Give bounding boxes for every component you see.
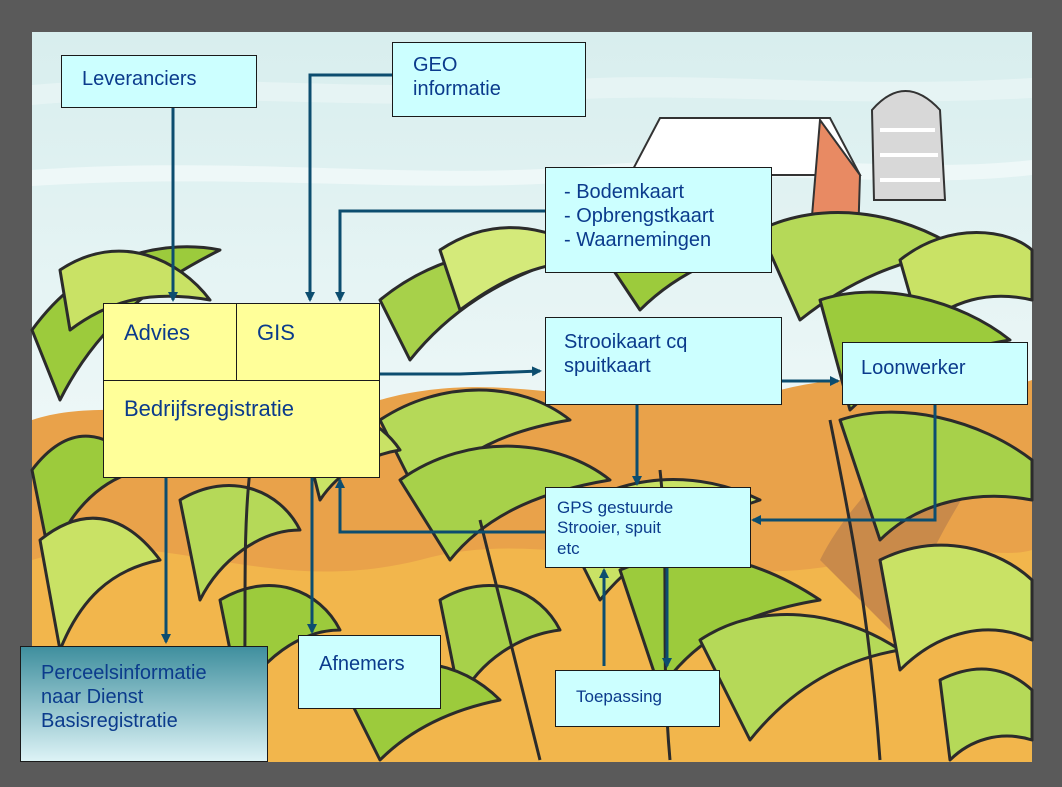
- arrow-gps-registratie: [335, 478, 545, 534]
- strooikaart-box: Strooikaart cq spuitkaart: [545, 317, 782, 405]
- arrows: [161, 73, 937, 668]
- perceelsinformatie-label: Perceelsinformatie naar Dienst Basisregi…: [41, 662, 207, 732]
- leveranciers-label: Leveranciers: [82, 68, 197, 90]
- kaarten-label: - Bodemkaart - Opbrengstkaart - Waarnemi…: [564, 181, 715, 251]
- geo-informatie-box: GEO informatie: [392, 42, 586, 117]
- advies-label: Advies: [124, 320, 191, 345]
- arrow-registratie-strooikaart: [380, 366, 542, 377]
- gps-label: GPS gestuurde Strooier, spuit etc: [557, 498, 674, 558]
- gis-label: GIS: [257, 320, 295, 345]
- barn-roof: [628, 117, 862, 176]
- arrow-kaarten-gis: [335, 209, 545, 302]
- bedrijfsregistratie-label-wrap: Bedrijfsregistratie: [124, 396, 294, 422]
- kaarten-box: - Bodemkaart - Opbrengstkaart - Waarnemi…: [545, 167, 772, 273]
- perceelsinformatie-box: Perceelsinformatie naar Dienst Basisregi…: [20, 646, 268, 762]
- gps-box: GPS gestuurde Strooier, spuit etc: [545, 487, 751, 568]
- arrow-geo-gis: [305, 73, 392, 302]
- leveranciers-box: Leveranciers: [61, 55, 257, 108]
- strooikaart-label: Strooikaart cq spuitkaart: [564, 331, 688, 377]
- gis-box: GIS: [236, 303, 380, 381]
- corn-leaves: [30, 211, 1034, 762]
- loonwerker-label: Loonwerker: [861, 357, 966, 379]
- advies-box: Advies: [103, 303, 237, 381]
- arrow-loonwerker-gps: [751, 405, 937, 525]
- geo-informatie-label: GEO informatie: [413, 54, 501, 100]
- afnemers-box: Afnemers: [298, 635, 441, 709]
- afnemers-label: Afnemers: [319, 653, 405, 675]
- silo-stripes: [880, 128, 940, 182]
- toepassing-box: Toepassing: [555, 670, 720, 727]
- toepassing-label: Toepassing: [576, 687, 663, 706]
- bedrijfsregistratie-label: Bedrijfsregistratie: [124, 396, 294, 421]
- loonwerker-box: Loonwerker: [842, 342, 1028, 405]
- silo: [870, 90, 947, 201]
